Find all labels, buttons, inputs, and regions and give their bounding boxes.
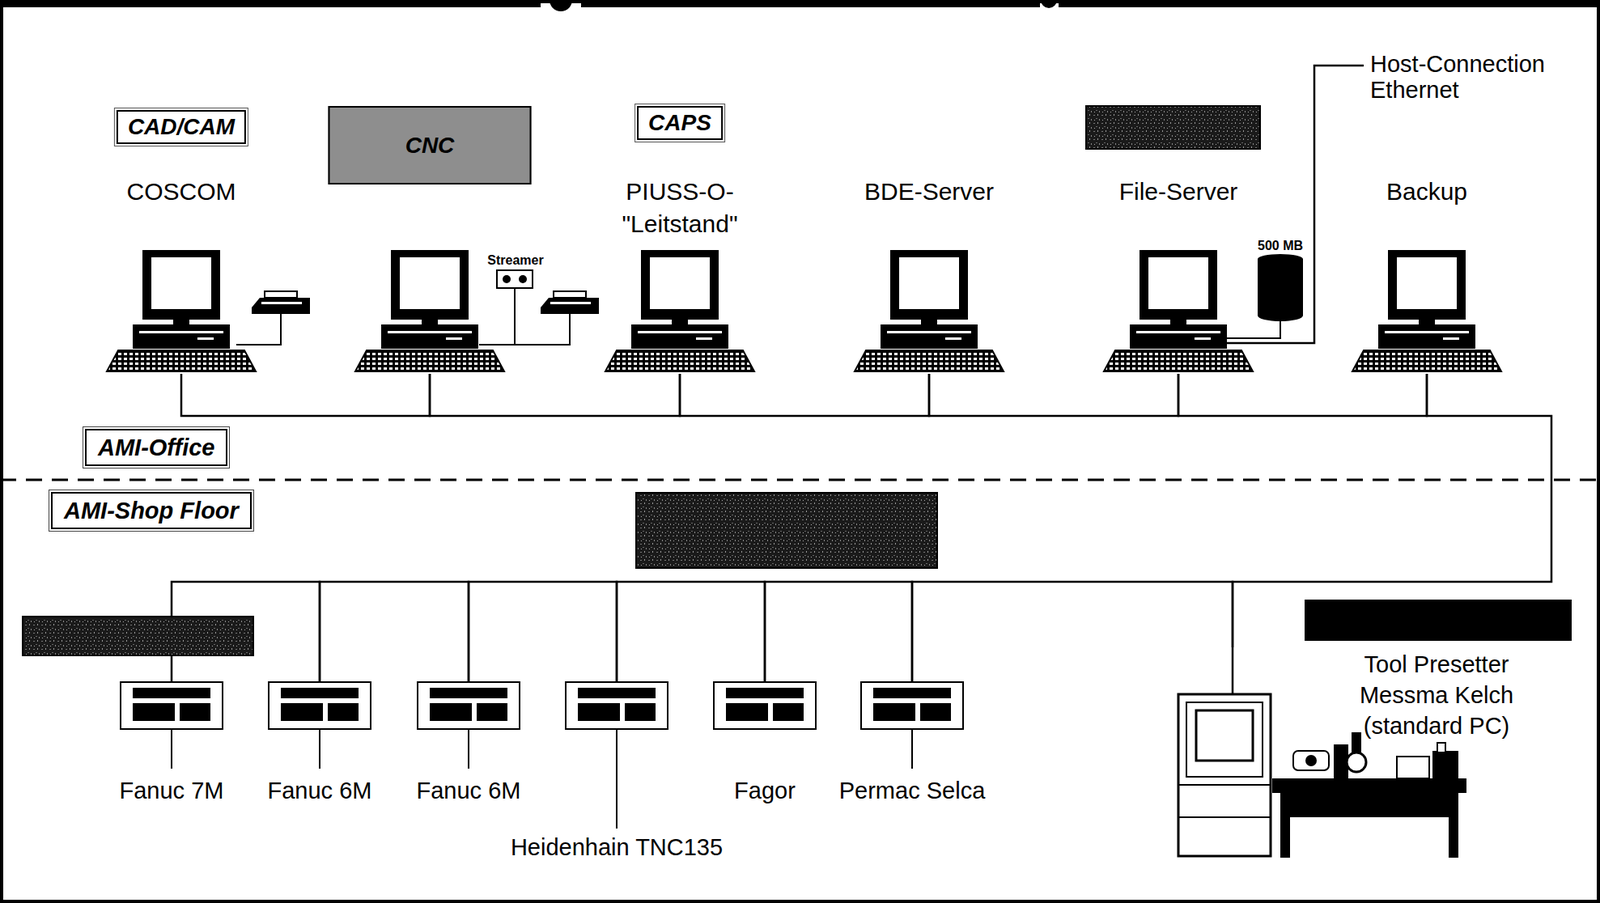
network-cable [429, 373, 680, 416]
workstation-icon [1103, 250, 1253, 372]
machine-node: Fanuc 7M [94, 681, 249, 811]
machine-node: Fanuc 6M [391, 681, 546, 811]
connection-label: Host-Connection Ethernet [1370, 50, 1589, 103]
machine-node: Permac Selca [823, 681, 1002, 811]
controller-icon [268, 682, 371, 730]
zone-label: AMI-Office [97, 432, 215, 463]
network-cable [319, 581, 469, 682]
workstation-node: CAD/CAM COSCOM [59, 106, 303, 374]
controller-icon [120, 682, 223, 730]
streamer-reel [502, 275, 511, 284]
node-label: Fanuc 6M [416, 776, 522, 806]
workstation-icon [854, 250, 1004, 372]
machine-lead [911, 729, 913, 769]
top-bar [581, 0, 1040, 8]
device-cable [236, 314, 281, 345]
zone-label-box: AMI-Office [84, 428, 228, 467]
node-label: Fanuc 7M [119, 776, 225, 806]
network-cable [679, 373, 930, 416]
obscured-label-box [1086, 106, 1261, 149]
device-cable [1226, 320, 1281, 339]
zone-label-box: AMI-Shop Floor [50, 492, 252, 530]
network-cable [764, 581, 913, 682]
node-label: PIUSS-O- "Leitstand" [586, 175, 773, 241]
system-label: CAD/CAM [116, 110, 247, 145]
zone-divider [0, 479, 1600, 482]
workstation-node: CAPS PIUSS-O- "Leitstand" [558, 106, 802, 374]
machine-node: Fagor [696, 681, 834, 811]
network-cable [1178, 373, 1427, 416]
obscured-label-box [22, 616, 254, 656]
obscured-label-box [1304, 599, 1572, 641]
node-label: BDE-Server [864, 175, 994, 208]
device-cable [479, 288, 515, 345]
zone-label: AMI-Shop Floor [63, 496, 239, 526]
machine-node: Fanuc 6M [242, 681, 397, 811]
controller-icon [565, 682, 668, 730]
workstation-icon [106, 250, 256, 372]
network-cable [181, 373, 430, 416]
workstation-node: Backup [1305, 106, 1549, 374]
presetter-lead [1231, 647, 1235, 695]
top-bar-cap [1040, 0, 1057, 9]
machine-lead [467, 729, 470, 769]
workstation-icon [605, 250, 755, 372]
top-bar-cap [549, 0, 573, 12]
workstation-node: CNC [308, 106, 552, 374]
controller-icon [861, 682, 964, 730]
streamer-icon [496, 270, 533, 289]
node-label: Fanuc 6M [267, 776, 373, 806]
top-bar [1058, 0, 1600, 8]
obscured-label-box [636, 492, 938, 569]
machine-lead [170, 729, 173, 769]
node-label: Permac Selca [839, 776, 986, 806]
device-cable [514, 314, 570, 345]
system-label: CAPS [636, 106, 723, 141]
workstation-icon [1352, 250, 1502, 372]
streamer-reel [518, 275, 527, 284]
workstation-node: BDE-Server [807, 106, 1051, 374]
network-cable [616, 581, 765, 682]
network-cable [912, 581, 1233, 682]
network-cable [468, 581, 617, 682]
node-label: Heidenhain TNC135 [510, 832, 723, 862]
node-label: Backup [1386, 175, 1468, 208]
node-label: File-Server [1119, 175, 1239, 208]
node-label: Tool Presetter Messma Kelch (standard PC… [1323, 649, 1550, 742]
printer-icon [251, 291, 310, 315]
machine-lead [615, 729, 618, 829]
disk-icon [1257, 258, 1303, 316]
controller-icon [417, 682, 520, 730]
machine-node: Tool Presetter Messma Kelch (standard PC… [1165, 647, 1587, 866]
disk-icon [1257, 309, 1303, 322]
machine-node: Heidenhain TNC135 [483, 681, 751, 870]
device-label: 500 MB [1257, 237, 1303, 255]
node-label: Fagor [734, 776, 796, 806]
device-label: Streamer [487, 252, 544, 269]
workstation-icon [355, 250, 505, 372]
system-label: CNC [328, 106, 532, 185]
node-label: COSCOM [127, 175, 237, 208]
network-cable [929, 373, 1179, 416]
top-bar [0, 0, 541, 8]
machine-lead [318, 729, 321, 769]
printer-icon [540, 291, 599, 315]
controller-icon [713, 682, 816, 730]
